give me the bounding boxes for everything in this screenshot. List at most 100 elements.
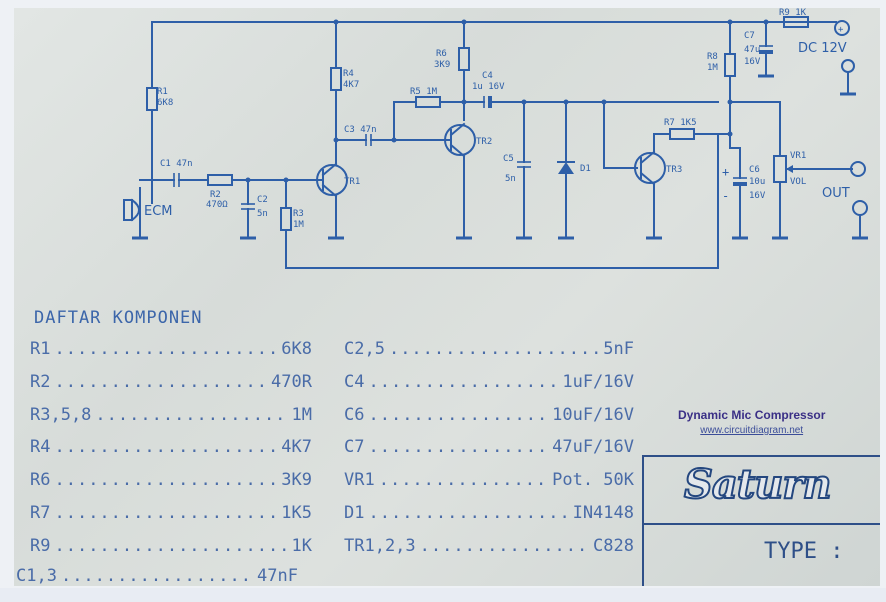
bom-row: R6 .....................................… bbox=[30, 470, 312, 490]
capacitor-c6 bbox=[733, 182, 747, 186]
c5-value: 5n bbox=[505, 174, 516, 184]
transistor-tr2-collector bbox=[449, 122, 466, 137]
bom-dots: ........................................ bbox=[378, 470, 548, 490]
resistor-r3 bbox=[280, 207, 292, 231]
capacitor-c7 bbox=[759, 50, 773, 54]
bom-value: 47uF/16V bbox=[552, 437, 634, 457]
c2-value: 5n bbox=[257, 209, 268, 219]
transistor-tr3-emitter bbox=[639, 171, 656, 186]
bom-dots: ........................................ bbox=[388, 339, 600, 359]
r2-value: 470Ω bbox=[206, 200, 228, 210]
bom-dots: ........................................ bbox=[54, 372, 268, 392]
bom-value: 470R bbox=[271, 372, 312, 392]
r4-value: 4K7 bbox=[343, 80, 359, 90]
bom-value: 10uF/16V bbox=[552, 405, 634, 425]
bom-ref: R9 bbox=[30, 536, 51, 556]
dc-plus-terminal bbox=[834, 20, 850, 36]
junction-dots bbox=[245, 19, 769, 183]
r4-label: R4 bbox=[343, 69, 354, 79]
bom-dots: ........................................ bbox=[54, 437, 278, 457]
transistor-tr3-collector bbox=[639, 150, 656, 165]
r2-label: R2 bbox=[210, 190, 221, 200]
c4-label: C4 bbox=[482, 71, 493, 81]
bom-dots: ........................................ bbox=[368, 405, 549, 425]
ecm-label: ECM bbox=[144, 204, 173, 219]
c6-plus-sign: + bbox=[722, 165, 729, 179]
r5-label: R5 1M bbox=[410, 87, 438, 97]
c7-value: 47u bbox=[744, 45, 760, 55]
vr1-label: VR1 bbox=[790, 151, 806, 161]
bom-row: R2 .....................................… bbox=[30, 372, 312, 392]
bom-ref: C1,3 bbox=[16, 566, 57, 586]
bom-dots: ........................................ bbox=[368, 503, 568, 523]
c3-label: C3 47n bbox=[344, 125, 377, 135]
bom-dots: ........................................ bbox=[54, 536, 287, 556]
tr2-label: TR2 bbox=[476, 137, 492, 147]
bom-value: 5nF bbox=[603, 339, 634, 359]
caption-link[interactable]: www.circuitdiagram.net bbox=[700, 425, 804, 436]
bom-row: D1 .....................................… bbox=[344, 503, 634, 523]
bom-value: 1uF/16V bbox=[562, 372, 634, 392]
bom-row: C7 .....................................… bbox=[344, 437, 634, 457]
bom-title: DAFTAR KOMPONEN bbox=[34, 308, 203, 328]
resistor-r1 bbox=[146, 87, 158, 111]
bom-row: R9 .....................................… bbox=[30, 536, 312, 556]
bom-value: 47nF bbox=[257, 566, 298, 586]
bom-row: C4 .....................................… bbox=[344, 372, 634, 392]
bom-row: R4 .....................................… bbox=[30, 437, 312, 457]
r1-value: 6K8 bbox=[157, 98, 173, 108]
vol-label: VOL bbox=[790, 177, 806, 187]
potentiometer-wiper-arrow bbox=[786, 165, 793, 173]
r8-label: R8 bbox=[707, 52, 718, 62]
bom-value: C828 bbox=[593, 536, 634, 556]
dc-plus-sign: + bbox=[838, 25, 844, 35]
bom-ref: R3,5,8 bbox=[30, 405, 92, 425]
bom-ref: VR1 bbox=[344, 470, 375, 490]
transistor-tr1-emitter bbox=[321, 183, 338, 198]
tr1-label: TR1 bbox=[344, 177, 360, 187]
bom-dots: ........................................ bbox=[54, 503, 278, 523]
caption-title: Dynamic Mic Compressor bbox=[678, 408, 826, 422]
brand-box: Saturn TYPE : bbox=[642, 455, 880, 586]
bom-ref: C2,5 bbox=[344, 339, 385, 359]
bom-ref: R6 bbox=[30, 470, 51, 490]
bom-ref: C7 bbox=[344, 437, 365, 457]
resistor-r6 bbox=[458, 47, 470, 71]
c2-label: C2 bbox=[257, 195, 268, 205]
brand-divider bbox=[644, 523, 880, 525]
bom-ref: C4 bbox=[344, 372, 365, 392]
bottom-strip bbox=[0, 588, 886, 602]
bom-ref: R4 bbox=[30, 437, 51, 457]
c6-value: 10u bbox=[749, 177, 765, 187]
bom-ref: D1 bbox=[344, 503, 365, 523]
bom-dots: ........................................ bbox=[54, 339, 278, 359]
bom-value: 1K5 bbox=[281, 503, 312, 523]
c7-voltage: 16V bbox=[744, 57, 761, 67]
bom-dots: ........................................ bbox=[54, 470, 278, 490]
resistor-r5 bbox=[415, 96, 441, 108]
bom-ref: C6 bbox=[344, 405, 365, 425]
bom-dots: ........................................ bbox=[368, 372, 559, 392]
bom-dots: ........................................ bbox=[95, 405, 287, 425]
caption: Dynamic Mic Compressor www.circuitdiagra… bbox=[678, 408, 825, 436]
c1-label: C1 47n bbox=[160, 159, 193, 169]
transistor-tr1-collector bbox=[321, 162, 338, 177]
bom-value: 4K7 bbox=[281, 437, 312, 457]
out-label: OUT bbox=[822, 186, 850, 201]
bom-row: TR1,2,3 ................................… bbox=[344, 536, 634, 556]
out-ground-terminal bbox=[852, 200, 868, 216]
r6-value: 3K9 bbox=[434, 60, 450, 70]
resistor-r8 bbox=[724, 53, 736, 77]
bom-ref: R1 bbox=[30, 339, 51, 359]
r8-value: 1M bbox=[707, 63, 718, 73]
out-terminal bbox=[850, 161, 866, 177]
c6-minus-sign: - bbox=[722, 189, 729, 203]
r3-value: 1M bbox=[293, 220, 304, 230]
c6-label: C6 bbox=[749, 165, 760, 175]
bom-ref: R2 bbox=[30, 372, 51, 392]
capacitor-c4 bbox=[488, 96, 492, 108]
potentiometer-vr1 bbox=[773, 155, 787, 183]
bom-ref: TR1,2,3 bbox=[344, 536, 416, 556]
r3-label: R3 bbox=[293, 209, 304, 219]
ecm-mic-diaphragm bbox=[130, 198, 140, 222]
